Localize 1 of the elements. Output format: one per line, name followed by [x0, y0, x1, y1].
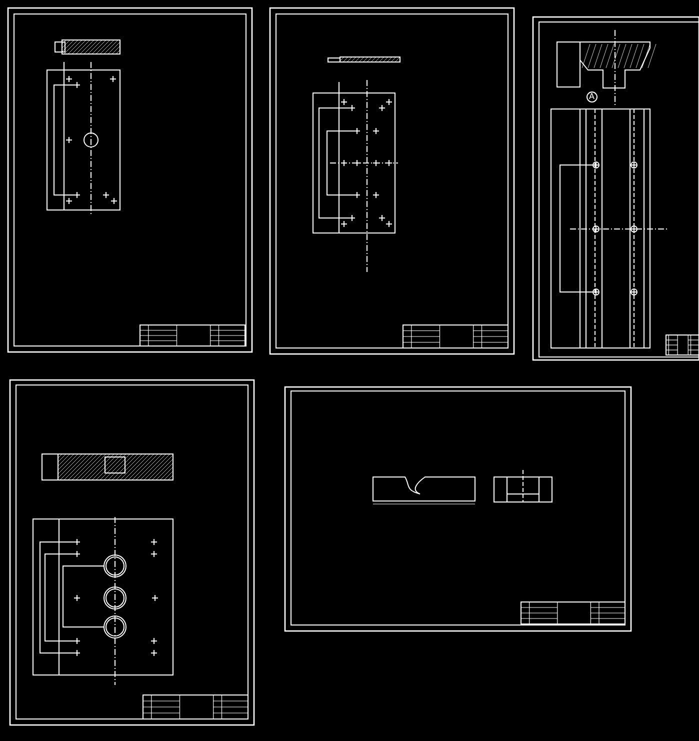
datum-letter: A [589, 92, 594, 101]
